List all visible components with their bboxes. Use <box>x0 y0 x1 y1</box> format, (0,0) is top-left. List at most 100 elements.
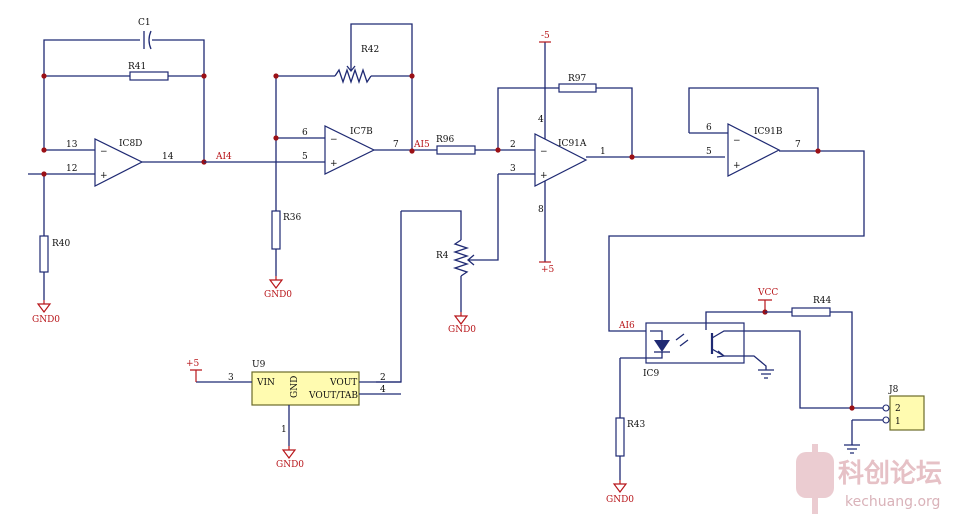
label-r43: R43 <box>627 420 646 430</box>
svg-text:3: 3 <box>228 373 234 383</box>
svg-text:GND0: GND0 <box>448 325 476 335</box>
opamp-ic7b <box>324 125 376 175</box>
resistor-r96 <box>436 145 476 155</box>
svg-text:VOUT/TAB: VOUT/TAB <box>308 391 358 401</box>
potentiometer-r4: R4 GND0 <box>376 210 476 383</box>
label-ic91b: IC91B <box>754 127 783 137</box>
label-ic8d: IC8D <box>119 139 142 149</box>
label-ic7b: IC7B <box>350 127 373 137</box>
resistor-r36 <box>271 210 281 250</box>
svg-text:−: − <box>733 136 741 146</box>
watermark: 科创论坛 kechuang.org <box>796 444 942 514</box>
label-c1: C1 <box>138 18 151 28</box>
svg-text:GND0: GND0 <box>276 460 304 470</box>
svg-text:7: 7 <box>795 140 801 150</box>
svg-text:4: 4 <box>538 115 544 125</box>
wire-ic91b-out <box>608 150 865 332</box>
potentiometer-r42 <box>334 67 372 85</box>
wire-u9-vout <box>376 211 402 383</box>
svg-text:2: 2 <box>510 140 516 150</box>
label-r96: R96 <box>436 135 455 145</box>
svg-text:1: 1 <box>600 147 606 157</box>
svg-text:GND0: GND0 <box>264 290 292 300</box>
svg-text:VIN: VIN <box>256 378 275 388</box>
watermark-logo-icon <box>796 444 834 514</box>
label-ic91a: IC91A <box>558 139 587 149</box>
svg-text:1: 1 <box>281 425 287 435</box>
svg-text:2: 2 <box>380 373 386 383</box>
ground-r4: GND0 <box>448 312 476 335</box>
label-j8: J8 <box>888 385 899 395</box>
label-r97: R97 <box>568 74 587 84</box>
svg-text:GND0: GND0 <box>32 315 60 325</box>
label-r41: R41 <box>128 62 146 72</box>
ground-r43: GND0 <box>606 480 634 505</box>
wire-r4-wiper <box>469 174 499 261</box>
svg-text:VOUT: VOUT <box>329 378 357 388</box>
led-icon <box>654 340 670 352</box>
svg-text:6: 6 <box>302 128 308 138</box>
wire-r97-loop <box>497 87 633 157</box>
label-r4: R4 <box>436 251 449 261</box>
opamp-ic91a <box>534 133 588 187</box>
capacitor-c1: C1 <box>138 18 152 50</box>
svg-text:5: 5 <box>302 152 308 162</box>
power-neg5: -5 <box>541 31 550 41</box>
label-r36: R36 <box>283 213 302 223</box>
watermark-url: kechuang.org <box>845 494 940 510</box>
connector-j8: 2 1 J8 <box>882 385 925 431</box>
svg-text:13: 13 <box>66 140 78 150</box>
optocoupler-ic9: IC9 R43 GND0 VCC R44 <box>606 288 883 505</box>
svg-text:GND: GND <box>290 376 300 398</box>
svg-text:−: − <box>330 135 338 145</box>
opamp-ic91b <box>727 123 781 177</box>
svg-text:+: + <box>330 159 338 169</box>
label-u9: U9 <box>252 360 266 370</box>
svg-text:4: 4 <box>380 385 386 395</box>
svg-text:−: − <box>100 147 108 157</box>
ground-u9: GND0 <box>276 446 304 470</box>
svg-text:−: − <box>540 147 548 157</box>
svg-text:+: + <box>540 171 548 181</box>
resistor-r40 <box>39 235 49 273</box>
svg-text:3: 3 <box>510 164 516 174</box>
svg-text:6: 6 <box>706 123 712 133</box>
stage-ic7b: R36 GND0 R42 − + IC7B 6 5 7 AI5 <box>204 23 437 300</box>
svg-text:7: 7 <box>393 140 399 150</box>
svg-text:5: 5 <box>706 147 712 157</box>
label-ic9: IC9 <box>643 369 659 379</box>
j8-body <box>889 395 925 431</box>
svg-text:14: 14 <box>162 152 174 162</box>
wire-c1-loop <box>43 39 205 76</box>
wire-r42-wiper <box>350 23 413 151</box>
power-pos5: +5 <box>541 265 555 275</box>
svg-text:2: 2 <box>895 404 901 414</box>
resistor-r44 <box>791 307 831 317</box>
stage-ic91b: − + IC91B 6 5 7 AI6 <box>608 87 865 332</box>
watermark-cn: 科创论坛 <box>838 459 942 489</box>
label-r44: R44 <box>813 296 832 306</box>
svg-text:12: 12 <box>66 164 77 174</box>
svg-text:8: 8 <box>538 205 544 215</box>
net-ai6: AI6 <box>618 321 635 331</box>
ground-ic9-icon <box>758 369 774 379</box>
resistor-r97 <box>558 83 597 93</box>
resistor-r41 <box>129 71 169 81</box>
net-ai5: AI5 <box>413 140 430 150</box>
wire-ic91b-feedback <box>688 87 819 151</box>
svg-text:+: + <box>733 161 741 171</box>
svg-text:GND0: GND0 <box>606 495 634 505</box>
opamp-ic8d <box>94 138 144 187</box>
ground-r40: GND0 <box>32 300 60 325</box>
svg-text:1: 1 <box>895 417 901 427</box>
power-plus5: +5 <box>186 359 200 369</box>
stage-ic91a: R96 R97 − + IC91A 2 3 4 8 -5 +5 1 <box>436 31 725 275</box>
wire-ic8d-out <box>142 76 205 163</box>
power-vcc: VCC <box>757 288 778 298</box>
svg-text:+: + <box>100 171 108 181</box>
label-r42: R42 <box>361 45 379 55</box>
light-arrow-icon <box>675 333 689 347</box>
u9-body <box>251 371 360 406</box>
resistor-r43 <box>615 417 625 457</box>
